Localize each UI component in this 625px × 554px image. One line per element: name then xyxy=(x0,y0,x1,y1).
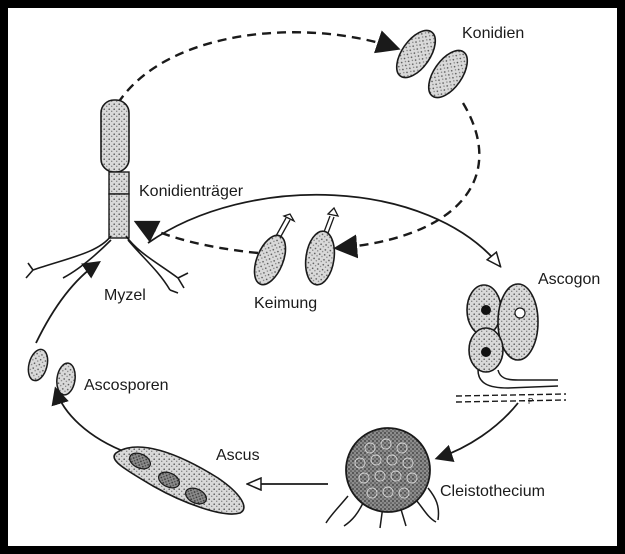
dashed-arrow-to-keimung xyxy=(338,103,479,248)
arrow-ascus-to-ascosporen xyxy=(56,390,128,453)
life-cycle-diagram: Konidien Konidienträger Keimung Myzel As… xyxy=(8,8,617,546)
label-ascosporen: Ascosporen xyxy=(84,377,169,394)
ascosporen-spores xyxy=(25,347,77,396)
label-cleistothecium: Cleistothecium xyxy=(440,483,545,500)
dashed-arrow-to-konidien xyxy=(118,32,396,103)
label-ascogon: Ascogon xyxy=(538,271,600,288)
label-myzel: Myzel xyxy=(104,287,146,304)
label-konidientraeger: Konidienträger xyxy=(139,183,244,200)
label-keimung: Keimung xyxy=(254,295,317,312)
keimung-spores xyxy=(248,208,338,289)
label-ascus: Ascus xyxy=(216,447,260,464)
ascogon-structure xyxy=(456,284,566,402)
label-konidien: Konidien xyxy=(462,25,524,42)
myzel-hyphae xyxy=(26,236,188,293)
arrow-ascogon-to-cleistothecium xyxy=(438,403,518,458)
label-p-marker: P xyxy=(528,397,533,406)
cleistothecium-structure xyxy=(326,428,439,528)
